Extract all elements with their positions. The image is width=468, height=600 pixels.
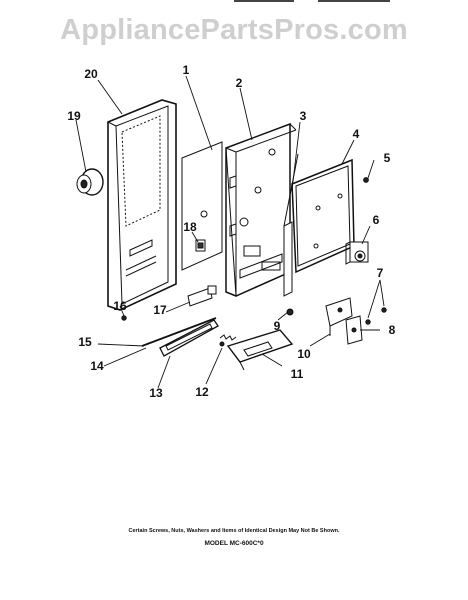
callout-19: 19 <box>67 109 81 123</box>
callout-2: 2 <box>235 76 243 90</box>
callout-15: 15 <box>78 335 92 349</box>
callout-5: 5 <box>383 151 391 165</box>
footnote-text: Certain Screws, Nuts, Washers and Items … <box>128 528 340 534</box>
callout-10: 10 <box>297 347 311 361</box>
callout-20: 20 <box>84 67 98 81</box>
rod-part-14 <box>141 317 217 347</box>
main-bracket-part-2 <box>225 122 297 297</box>
strip-part-3 <box>283 153 299 297</box>
callout-1: 1 <box>182 63 190 77</box>
callout-11: 11 <box>290 367 304 381</box>
bracket-part-8 <box>345 315 363 345</box>
screws-part-7 <box>365 307 387 325</box>
callout-6: 6 <box>372 213 380 227</box>
knob-part-19 <box>76 168 104 196</box>
callout-8: 8 <box>388 323 396 337</box>
handle-bar-part-13 <box>159 319 219 357</box>
callout-17: 17 <box>153 303 167 317</box>
connector-part-17 <box>187 285 217 307</box>
model-number: MODEL MC-600C*0 <box>204 540 264 547</box>
spring-part-12 <box>219 334 237 347</box>
callout-3: 3 <box>299 109 307 123</box>
callout-7: 7 <box>376 266 384 280</box>
top-border-line-right <box>318 0 390 2</box>
screw-part-9 <box>286 308 294 316</box>
callout-16: 16 <box>113 299 127 313</box>
panel-sheet-part-1 <box>181 141 223 271</box>
callout-9: 9 <box>273 319 281 333</box>
callout-4: 4 <box>352 127 360 141</box>
callout-12: 12 <box>195 385 209 399</box>
circuit-plate-part-4 <box>291 158 355 274</box>
top-border-line-left <box>234 0 294 2</box>
callout-13: 13 <box>149 386 163 400</box>
screw-part-5 <box>363 177 369 183</box>
bottom-plate-part-11 <box>226 329 294 371</box>
callout-14: 14 <box>90 359 104 373</box>
watermark-text: AppliancePartsPros.com <box>60 14 408 46</box>
leader-lines <box>75 75 385 389</box>
screw-part-16 <box>121 315 127 321</box>
relay-part-6 <box>345 241 369 265</box>
callout-18: 18 <box>183 220 197 234</box>
door-frame-part-20 <box>107 99 177 311</box>
switch-part-18 <box>195 239 206 252</box>
